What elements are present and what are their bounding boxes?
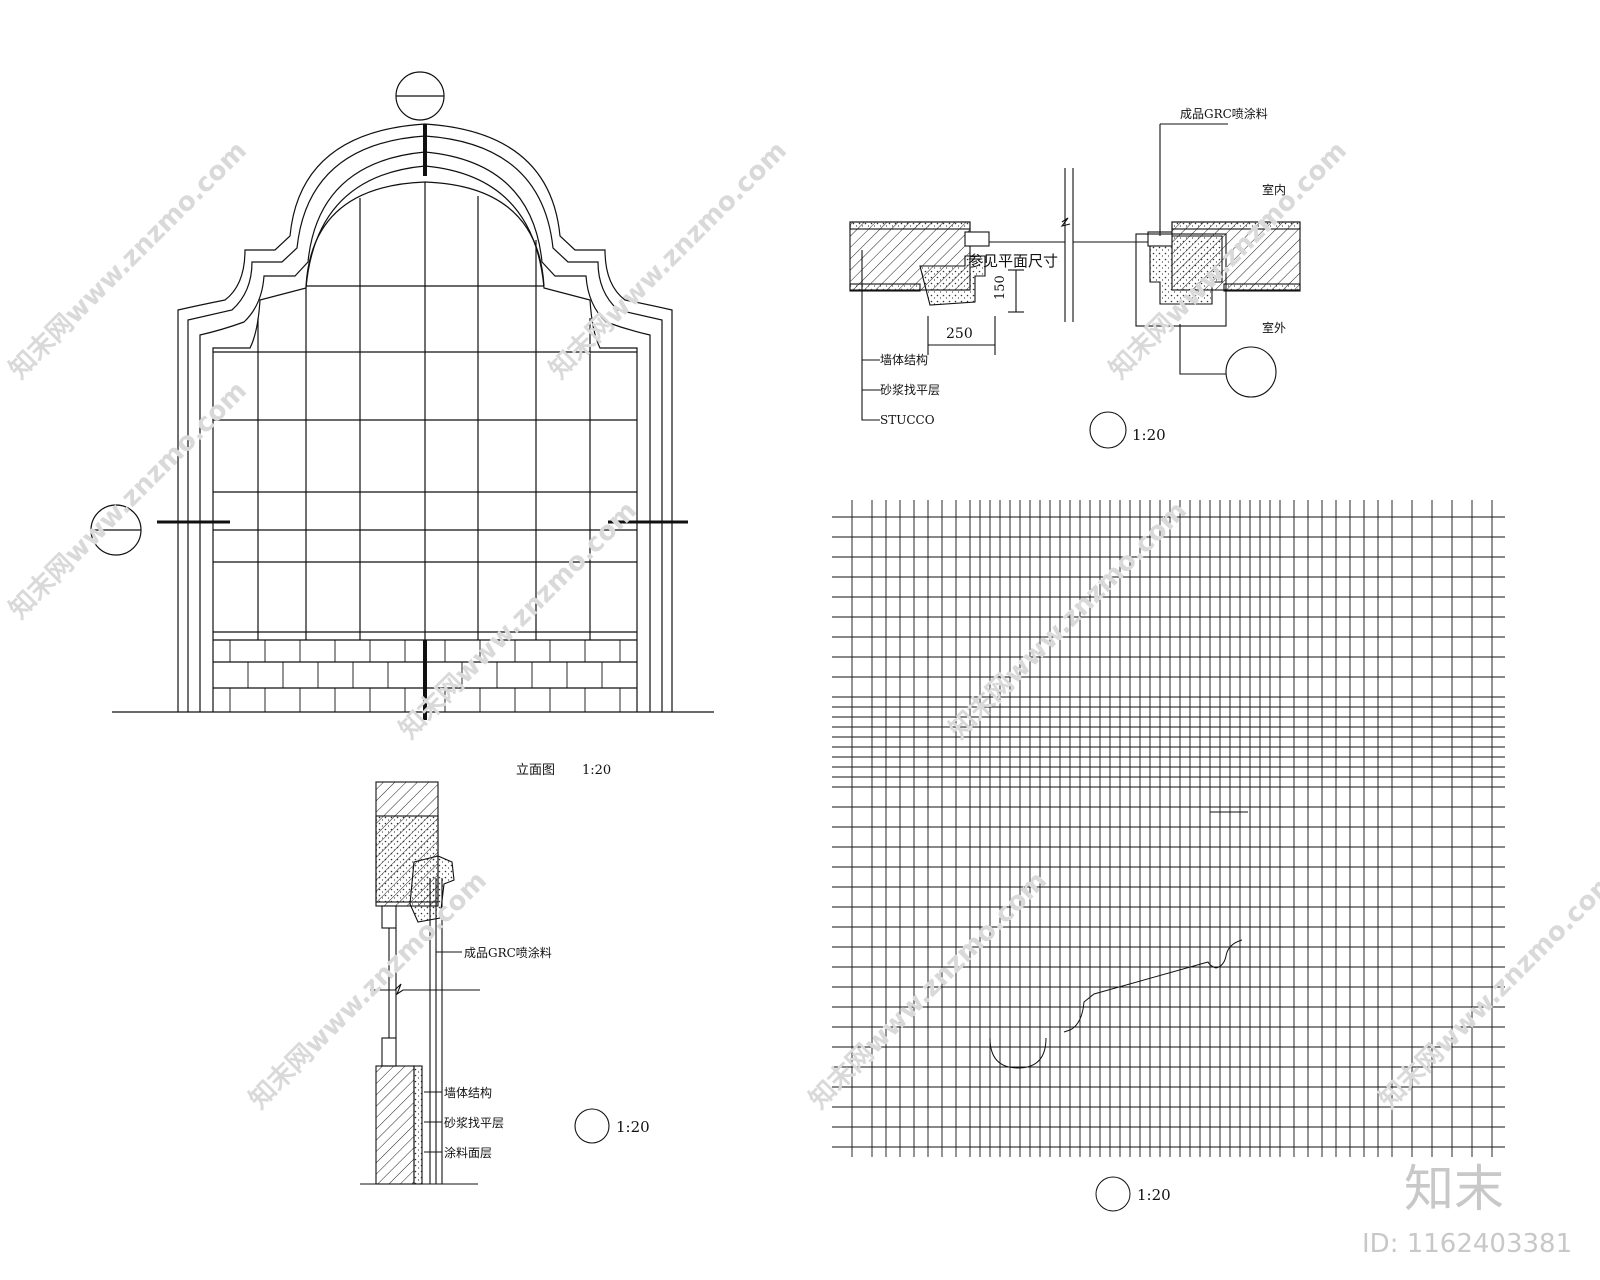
plan-detail [849, 123, 1301, 449]
elevation-caption: 立面图 [516, 763, 555, 778]
section-note-top: 成品GRC喷涂料 [464, 945, 552, 960]
section-layer-2: 砂浆找平层 [444, 1115, 504, 1130]
watermark-text: 知末网www.znzmo.com [944, 496, 1193, 745]
watermark-text: 知末网www.znzmo.com [1374, 866, 1600, 1115]
watermark-layer: 知末网www.znzmo.com 知末网www.znzmo.com 知末网www… [4, 136, 1600, 1115]
elevation-scale: 1:20 [582, 763, 611, 778]
watermark-text: 知末网www.znzmo.com [1104, 136, 1353, 385]
grid-scale: 1:20 [1137, 1186, 1171, 1204]
plan-layer-1: 墙体结构 [880, 352, 928, 367]
plan-top-note: 成品GRC喷涂料 [1180, 106, 1268, 121]
grid-profile-curve [989, 811, 1248, 1212]
window-elevation [90, 71, 714, 720]
brand-logo-text: 知末 [1404, 1160, 1504, 1218]
plan-dim-150: 150 [993, 275, 1008, 300]
profile-grid [832, 500, 1505, 1157]
plan-scale: 1:20 [1132, 426, 1166, 444]
image-id: ID: 1162403381 [1362, 1229, 1572, 1259]
plan-dim-250: 250 [946, 326, 973, 342]
section-layer-1: 墙体结构 [444, 1085, 492, 1100]
watermark-text: 知末网www.znzmo.com [544, 136, 793, 385]
plan-outdoor-note: 室外 [1262, 320, 1286, 335]
plan-layer-3: STUCCO [880, 413, 935, 427]
watermark-text: 知末网www.znzmo.com [4, 376, 253, 625]
section-scale: 1:20 [616, 1118, 650, 1136]
watermark-text: 知末网www.znzmo.com [394, 496, 643, 745]
section-layer-3: 涂料面层 [444, 1145, 492, 1160]
plan-indoor-note: 室内 [1262, 182, 1286, 197]
section-detail [360, 781, 610, 1185]
plan-layer-2: 砂浆找平层 [880, 382, 940, 397]
plan-center-note: 参见平面尺寸 [968, 252, 1058, 270]
